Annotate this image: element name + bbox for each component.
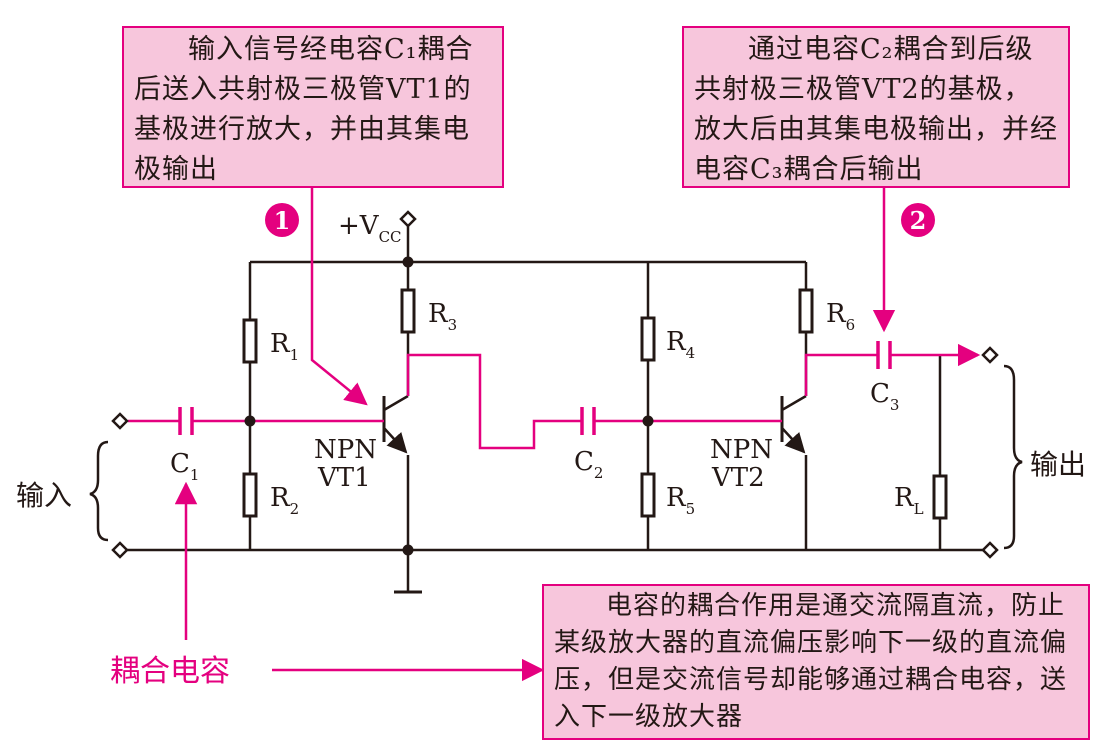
output-terminal-bottom [981, 541, 999, 559]
transistor-vt2 [780, 394, 807, 454]
black-wiring [89, 226, 1023, 594]
transistor-vt1 [382, 394, 409, 454]
c2-label: C2 [574, 447, 603, 482]
input-label: 输入 [16, 479, 72, 512]
junction-dots [244, 256, 654, 556]
vt1-name: VT1 [317, 463, 371, 493]
coupling-cap-label: 耦合电容 [110, 654, 230, 689]
input-terminal-bottom [111, 541, 129, 559]
note-stage2: 通过电容C₂耦合到后级共射极三极管VT2的基极，放大后由其集电极输出，并经电容C… [682, 26, 1070, 188]
c1-label: C1 [170, 449, 199, 484]
vcc-terminal [399, 210, 417, 228]
marker-1: 1 [265, 203, 299, 237]
resistor-r6 [798, 288, 814, 334]
r6-label: R6 [826, 299, 855, 334]
input-terminal-top [111, 412, 129, 430]
marker-2: 2 [901, 203, 935, 237]
r5-label: R5 [666, 483, 695, 518]
vt2-type: NPN [710, 435, 773, 465]
note-stage1: 输入信号经电容C₁耦合后送入共射极三极管VT1的基极进行放大，并由其集电极输出 [122, 26, 504, 188]
vt2-name: VT2 [711, 463, 765, 493]
coupling-capacitors [178, 341, 892, 435]
signal-path [128, 343, 981, 450]
svg-text:1: 1 [274, 206, 291, 235]
r2-label: R2 [270, 483, 299, 518]
rl-label: RL [894, 483, 924, 518]
resistor-rl [932, 474, 948, 520]
vcc-label: +VCC [338, 211, 402, 246]
resistor-r3 [400, 288, 416, 334]
terminals [111, 210, 999, 559]
component-labels: +VCC R1 R2 R3 R4 R5 R6 RL C1 C2 C3 NPN V… [16, 211, 1086, 518]
note-coupling: 电容的耦合作用是通交流隔直流，防止某级放大器的直流偏压影响下一级的直流偏压，但是… [542, 584, 1090, 740]
resistors [242, 288, 948, 520]
resistor-r2 [242, 472, 258, 518]
vt1-type: NPN [314, 435, 377, 465]
annotation-arrows [174, 186, 896, 682]
r1-label: R1 [270, 329, 299, 364]
resistor-r5 [640, 472, 656, 518]
c3-label: C3 [870, 379, 899, 414]
resistor-r4 [640, 316, 656, 362]
r3-label: R3 [428, 299, 457, 334]
output-terminal-top [981, 346, 999, 364]
svg-text:2: 2 [910, 206, 927, 235]
resistor-r1 [242, 318, 258, 364]
r4-label: R4 [666, 327, 695, 362]
output-label: 输出 [1030, 448, 1086, 481]
